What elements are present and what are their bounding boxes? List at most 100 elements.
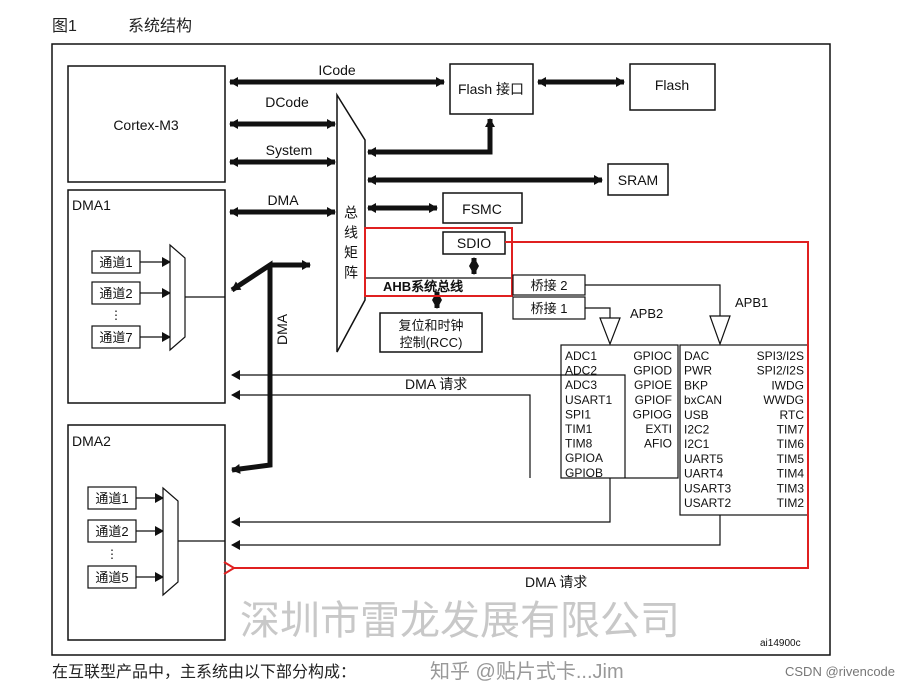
apb1-peripheral: I2C2 bbox=[684, 423, 710, 437]
ahb-label: AHB系统总线 bbox=[383, 279, 463, 294]
apb1-peripheral: UART5 bbox=[684, 452, 723, 466]
dma-channel-label: 通道5 bbox=[95, 570, 128, 585]
diagram-frame bbox=[51, 43, 831, 656]
dma2-block bbox=[67, 424, 226, 641]
dma-request-label-1: DMA 请求 bbox=[405, 376, 467, 392]
apb1-peripheral: RTC bbox=[780, 408, 805, 422]
icode-label: ICode bbox=[318, 62, 356, 78]
csdn-watermark: CSDN @rivencode bbox=[785, 664, 895, 679]
dma-bus-label: DMA bbox=[267, 192, 299, 208]
bridge1-label: 桥接 1 bbox=[531, 301, 568, 316]
dma1-mux bbox=[169, 243, 186, 352]
dma-request-line-2 bbox=[231, 390, 531, 478]
dma-vertical-label: DMA bbox=[274, 313, 290, 345]
dma2-label: DMA2 bbox=[72, 433, 111, 449]
apb1-peripheral: DAC bbox=[684, 349, 710, 363]
apb2-peripheral: ADC3 bbox=[565, 378, 597, 392]
apb2-peripherals-block bbox=[560, 344, 679, 479]
apb2-peripheral: TIM1 bbox=[565, 422, 593, 436]
figure-title: 系统结构 bbox=[128, 18, 193, 35]
system-label: System bbox=[266, 142, 313, 158]
dma-request-line-3 bbox=[231, 478, 611, 527]
apb1-peripheral: TIM4 bbox=[777, 467, 805, 481]
apb1-peripheral: IWDG bbox=[771, 378, 804, 392]
sram-block bbox=[607, 163, 669, 196]
bus-matrix bbox=[336, 92, 366, 353]
apb1-peripheral: I2C1 bbox=[684, 437, 710, 451]
apb2-peripheral: GPIOG bbox=[633, 407, 672, 421]
apb1-peripheral: USART3 bbox=[684, 481, 731, 495]
apb2-peripheral: EXTI bbox=[645, 422, 672, 436]
apb1-peripheral: bxCAN bbox=[684, 393, 722, 407]
sdio-highlight bbox=[364, 227, 513, 297]
company-watermark: 深圳市雷龙发展有限公司 bbox=[240, 599, 680, 643]
dma-channel-label: 通道2 bbox=[99, 286, 132, 301]
bridge2-label: 桥接 2 bbox=[531, 278, 568, 293]
dma1-label: DMA1 bbox=[72, 197, 111, 213]
apb2-peripheral: GPIOE bbox=[634, 378, 672, 392]
sram-label: SRAM bbox=[618, 172, 658, 188]
flash-interface-block bbox=[449, 63, 534, 115]
dma-channel-label: 通道2 bbox=[95, 524, 128, 539]
rcc-label-line2: 控制(RCC) bbox=[400, 335, 463, 350]
apb1-peripheral: TIM3 bbox=[777, 481, 805, 495]
apb1-peripherals-block bbox=[679, 344, 809, 516]
apb2-bus bbox=[585, 307, 611, 320]
dma-request-line-1 bbox=[231, 370, 626, 478]
dcode-label: DCode bbox=[265, 94, 309, 110]
apb2-label: APB2 bbox=[630, 306, 663, 321]
sdio-label: SDIO bbox=[457, 235, 491, 251]
apb2-arrowhead bbox=[599, 317, 621, 346]
apb1-peripheral: TIM2 bbox=[777, 496, 805, 510]
dma-vertical-arrow bbox=[230, 260, 273, 474]
matrix-flash-if-arrow bbox=[367, 118, 495, 157]
apb2-peripheral: ADC2 bbox=[565, 364, 597, 378]
flash-block bbox=[629, 63, 716, 111]
apb1-arrowhead bbox=[709, 315, 731, 346]
dma2-mux bbox=[162, 486, 179, 597]
dma-channel-label: 通道1 bbox=[95, 491, 128, 506]
apb1-bus bbox=[585, 284, 721, 318]
apb2-peripheral: TIM8 bbox=[565, 437, 593, 451]
apb2-peripheral: GPIOF bbox=[635, 393, 672, 407]
dma-request-label-2: DMA 请求 bbox=[525, 574, 587, 590]
rcc-label-line1: 复位和时钟 bbox=[398, 318, 463, 333]
apb2-peripheral: GPIOD bbox=[633, 364, 672, 378]
figure-code: ai14900c bbox=[760, 638, 801, 649]
apb1-peripheral: TIM5 bbox=[777, 452, 805, 466]
dma-channel-ellipsis: ⋮ bbox=[106, 547, 118, 561]
dma-channel-ellipsis: ⋮ bbox=[110, 308, 122, 322]
zhihu-watermark: 知乎 @贴片式卡...Jim bbox=[430, 660, 624, 683]
fsmc-label: FSMC bbox=[462, 201, 502, 217]
apb2-peripheral: GPIOA bbox=[565, 451, 603, 465]
apb2-peripheral: GPIOB bbox=[565, 466, 603, 480]
apb2-peripheral: USART1 bbox=[565, 393, 612, 407]
fsmc-block bbox=[442, 192, 523, 224]
apb1-peripheral: BKP bbox=[684, 378, 708, 392]
apb1-peripheral: PWR bbox=[684, 364, 712, 378]
apb2-peripheral: SPI1 bbox=[565, 407, 591, 421]
apb1-label: APB1 bbox=[735, 295, 768, 310]
rcc-block bbox=[379, 312, 483, 353]
apb1-peripheral: WWDG bbox=[763, 393, 804, 407]
apb1-peripheral: USB bbox=[684, 408, 709, 422]
cortex-m3-label: Cortex-M3 bbox=[113, 117, 179, 133]
dma-channel-label: 通道7 bbox=[99, 330, 132, 345]
sdio-dma-request-red-path bbox=[223, 241, 809, 575]
flash-interface-label: Flash 接口 bbox=[458, 81, 524, 97]
dma-channel-label: 通道1 bbox=[99, 255, 132, 270]
apb2-peripheral: GPIOC bbox=[633, 349, 672, 363]
apb1-peripheral: UART4 bbox=[684, 467, 723, 481]
apb2-peripheral: ADC1 bbox=[565, 349, 597, 363]
flash-label: Flash bbox=[655, 77, 689, 93]
apb1-peripheral: SPI3/I2S bbox=[757, 349, 804, 363]
apb2-peripheral: AFIO bbox=[644, 437, 672, 451]
footer-text: 在互联型产品中，主系统由以下部分构成： bbox=[52, 664, 357, 681]
cortex-m3-block bbox=[67, 65, 226, 183]
apb1-peripheral: SPI2/I2S bbox=[757, 364, 804, 378]
bus-matrix-label: 总线矩阵 bbox=[343, 205, 359, 285]
apb1-peripheral: TIM7 bbox=[777, 423, 805, 437]
apb1-peripheral: USART2 bbox=[684, 496, 731, 510]
figure-number: 图1 bbox=[52, 18, 77, 35]
